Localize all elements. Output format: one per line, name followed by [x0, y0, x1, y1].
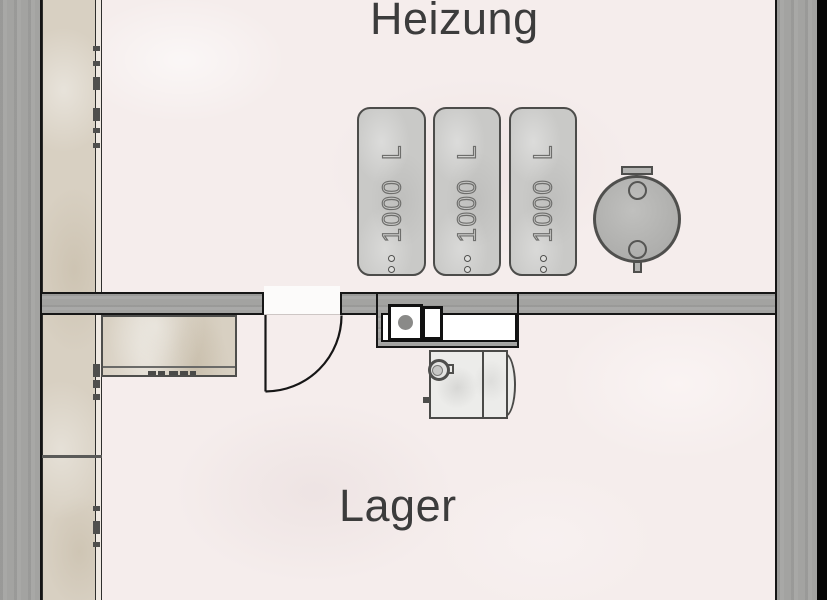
wall-joint-mark — [92, 521, 100, 534]
wall-joint-mark — [92, 364, 100, 377]
masonry-joint-line — [42, 455, 102, 458]
room-label-lager: Lager — [339, 480, 457, 531]
tank-fitting-dot — [463, 255, 471, 262]
boiler-unit-connector — [422, 396, 430, 403]
tank-capacity-label: 1000 L — [451, 143, 482, 243]
tank-capacity-label: 1000 L — [527, 143, 558, 243]
flue-circle-icon — [397, 315, 413, 330]
room-label-heizung: Heizung — [370, 0, 539, 44]
tank-fitting-dot — [539, 255, 547, 262]
wall-joint-mark — [92, 46, 100, 51]
boiler-port-top — [627, 180, 647, 200]
counter-fitting-mark — [148, 371, 156, 375]
wall-joint-mark — [92, 143, 100, 148]
counter-fitting-mark — [158, 371, 165, 375]
boiler-port-bottom — [627, 239, 647, 259]
tank-fitting-dot — [463, 266, 471, 273]
burner-inner-circle — [432, 364, 443, 376]
counter-fitting-mark — [169, 371, 178, 375]
storage-counter — [101, 315, 237, 377]
boiler-drain — [632, 261, 642, 273]
vent-shaft-block — [422, 306, 443, 340]
boiler-unit-divider — [482, 352, 484, 417]
middle-wall-left — [42, 292, 264, 315]
wall-joint-mark — [92, 542, 100, 547]
counter-fitting-mark — [180, 371, 188, 375]
tank-fitting-dot — [539, 266, 547, 273]
boiler-cap — [621, 166, 653, 175]
right-exterior-wall — [775, 0, 818, 600]
chimney-flue-block — [388, 304, 423, 341]
wall-joint-mark — [92, 128, 100, 133]
wall-joint-mark — [92, 506, 100, 511]
oil-tank: 1000 L — [433, 107, 501, 276]
wall-joint-mark — [92, 108, 100, 121]
oil-tank: 1000 L — [357, 107, 426, 276]
wall-joint-mark — [92, 61, 100, 66]
door-opening — [264, 286, 340, 315]
wall-joint-mark — [92, 77, 100, 90]
counter-edge-line — [103, 366, 235, 368]
wall-joint-mark — [92, 380, 100, 388]
tank-capacity-label: 1000 L — [375, 143, 406, 243]
oil-tank: 1000 L — [509, 107, 577, 276]
tank-fitting-dot — [388, 255, 395, 262]
plan-edge — [817, 0, 827, 600]
left-exterior-wall — [0, 0, 42, 600]
tank-fitting-dot — [388, 266, 395, 273]
wall-joint-mark — [92, 394, 100, 400]
counter-fitting-mark — [190, 371, 196, 375]
